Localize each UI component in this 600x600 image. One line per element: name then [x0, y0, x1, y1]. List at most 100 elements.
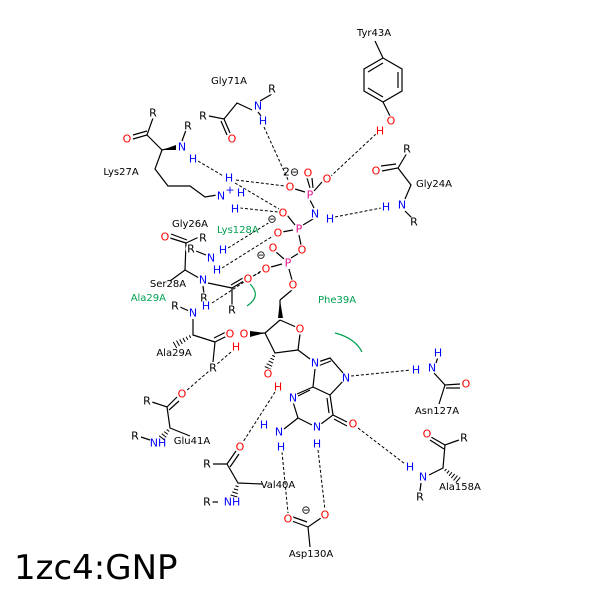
atom-label-background	[385, 115, 397, 127]
bond	[312, 368, 331, 396]
atom-r: R	[203, 458, 211, 471]
bond	[333, 418, 348, 427]
bond	[181, 129, 187, 142]
hydrogen-bond	[235, 179, 286, 187]
atom-label-background	[282, 257, 294, 269]
atom-label-background	[294, 323, 306, 335]
atom-label-background	[207, 362, 219, 374]
atom-minus: ⊖	[256, 249, 265, 262]
bond	[419, 482, 422, 492]
bond	[226, 463, 263, 485]
bond	[306, 177, 311, 189]
atom-label-background	[197, 232, 209, 244]
atom-label-background	[258, 419, 270, 431]
bond	[279, 289, 293, 301]
atom-label-background	[460, 378, 472, 390]
atom-label-background	[302, 167, 314, 179]
atom-o: O	[279, 207, 288, 220]
bond	[374, 40, 384, 59]
atom-h: H	[202, 300, 210, 313]
atom-label-background	[185, 243, 197, 255]
atom-label-background	[284, 181, 296, 193]
atom-n: N	[313, 421, 321, 434]
atom-label-background	[176, 141, 188, 153]
atom-r: R	[203, 496, 211, 509]
atom-label-background	[267, 242, 279, 254]
atom-o: O	[264, 368, 273, 381]
residue-label-ala158: Ala158A	[439, 482, 481, 493]
bond	[179, 306, 190, 312]
hashed-bond	[232, 491, 238, 495]
atom-label-background	[201, 496, 213, 508]
bond	[208, 102, 253, 120]
atom-nh: NH	[224, 496, 241, 509]
atom-label-background	[396, 199, 408, 211]
atom-h: H	[231, 203, 239, 216]
bond	[302, 218, 314, 226]
atom-label-background	[380, 201, 392, 213]
atom-o: O	[423, 428, 432, 441]
atom-o: O	[178, 388, 187, 401]
atom-o: O	[262, 263, 271, 276]
atom-n: N	[342, 372, 350, 385]
bond	[380, 163, 397, 167]
atom-h: H	[406, 461, 414, 474]
atom-dianion: 2⊖	[283, 166, 299, 179]
atom-label-background	[141, 395, 153, 407]
hydrogen-bond	[197, 160, 226, 178]
atom-label-background	[224, 328, 236, 340]
bond	[184, 242, 187, 271]
atom-label-background	[169, 300, 181, 312]
atom-h: H	[225, 172, 233, 185]
atom-o: O	[323, 173, 332, 186]
bond	[270, 263, 283, 268]
atom-label-background	[309, 208, 321, 220]
atom-r: R	[143, 395, 151, 408]
atom-o: O	[123, 133, 132, 146]
atom-label-background	[200, 300, 212, 312]
atom-o: O	[286, 181, 295, 194]
atom-label-background	[319, 509, 331, 521]
hashed-bond	[161, 433, 167, 438]
atom-o: O	[462, 378, 471, 391]
hashed-bond	[166, 429, 170, 432]
bond	[297, 333, 301, 351]
atom-label-background	[187, 153, 199, 165]
atom-o: O	[236, 441, 245, 454]
hydrogen-bonds	[185, 126, 412, 514]
atom-r: R	[228, 304, 236, 317]
atom-minus: ⊖	[301, 504, 310, 517]
atom-label-background	[458, 432, 470, 444]
bond	[382, 101, 391, 117]
atom-h: H	[326, 213, 334, 226]
bond	[213, 331, 227, 339]
atom-label-background	[226, 133, 238, 145]
atom-label-background	[309, 357, 321, 369]
atom-label-background	[417, 471, 429, 483]
hydrogen-bond	[239, 207, 279, 213]
bond	[397, 167, 412, 200]
bond	[298, 234, 302, 246]
bond	[291, 517, 322, 528]
hydrophobic-contacts	[246, 283, 363, 353]
atom-r: R	[268, 83, 276, 96]
bond	[313, 181, 323, 192]
hydrogen-bond	[227, 221, 271, 249]
atom-label-background	[230, 341, 242, 353]
atom-h: H	[260, 419, 268, 432]
atom-label-background	[374, 125, 386, 137]
atom-r: R	[416, 491, 424, 504]
atom-o: O	[304, 167, 313, 180]
atom-o: O	[349, 418, 358, 431]
atom-label-background	[296, 244, 308, 256]
residue-label-gly24: Gly24A	[416, 179, 452, 190]
atom-o: O	[269, 242, 278, 255]
bond	[213, 450, 237, 465]
atom-r: R	[131, 430, 139, 443]
bond	[214, 335, 228, 343]
bond	[132, 130, 148, 136]
atom-r: R	[171, 300, 179, 313]
bond	[140, 436, 151, 441]
atom-label-background	[340, 372, 352, 384]
atom-n: N	[419, 471, 427, 484]
